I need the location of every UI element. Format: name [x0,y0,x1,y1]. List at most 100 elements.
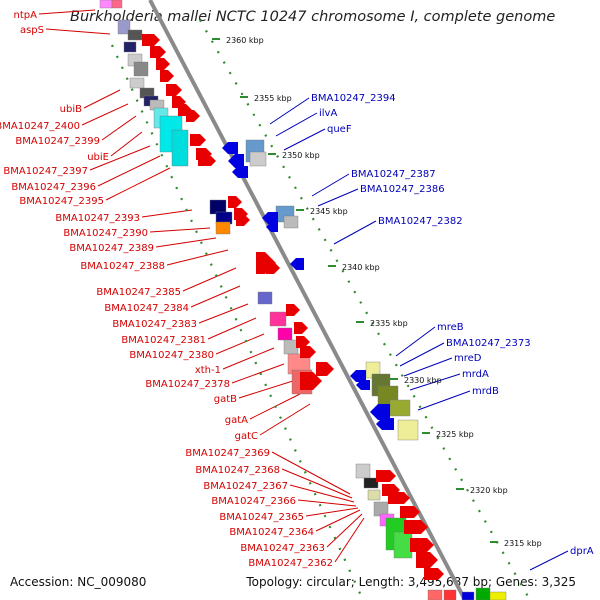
forward-arrow-2 [150,46,166,58]
gene-block-7 [133,61,149,77]
gene-label-bma10247-2385: BMA10247_2385 [96,287,181,298]
gene-block-1 [99,0,113,9]
gene-label-bma10247-2381: BMA10247_2381 [121,335,206,346]
connector-bma10247-2380 [215,333,265,355]
forward-arrow-30 [424,568,444,580]
connector-bma10247-2373 [399,342,445,367]
gene-label-bma10247-2397: BMA10247_2397 [3,166,88,177]
gene-block-41 [443,589,457,600]
gene-block-44 [489,591,507,600]
kbp-tick-label: 2355 kbp [254,94,292,103]
reverse-arrow-1 [222,142,238,154]
gene-block-21 [283,339,299,355]
forward-arrow-9 [190,134,206,146]
gene-labels: ntpAaspSubiBBMA10247_2400BMA10247_2399ub… [0,10,594,569]
connector-bma10247-2385 [182,267,237,292]
connector-ntpa [38,9,96,15]
connector-bma10247-2384 [190,285,241,308]
forward-arrow-5 [166,84,182,96]
gene-label-bma10247-2368: BMA10247_2368 [195,465,280,476]
gene-label-mrdb: mrdB [472,386,499,397]
gene-label-bma10247-2382: BMA10247_2382 [378,216,463,227]
connector-ilva [275,112,318,137]
connector-bma10247-2386 [317,188,359,207]
gene-block-40 [427,589,443,600]
gene-label-bma10247-2396: BMA10247_2396 [11,182,96,193]
connector-bma10247-2399 [101,115,137,141]
connector-bma10247-2381 [207,317,257,340]
gene-block-42 [461,591,475,600]
forward-arrow-19 [296,336,310,348]
gene-label-ilva: ilvA [319,108,337,119]
gene-label-mreb: mreB [437,322,464,333]
connector-bma10247-2365 [305,507,359,517]
connector-xth-1 [222,347,275,370]
reverse-arrow-5 [266,222,278,232]
forward-arrow-23 [376,470,396,482]
connector-ubie [110,131,143,157]
gene-label-bma10247-2384: BMA10247_2384 [104,303,189,314]
gene-label-bma10247-2364: BMA10247_2364 [229,527,314,538]
forward-arrow-22 [300,372,322,390]
forward-arrow-29 [416,552,438,568]
forward-arrow-18 [294,322,308,334]
gene-label-bma10247-2363: BMA10247_2363 [240,543,325,554]
gene-label-bma10247-2387: BMA10247_2387 [351,169,436,180]
connector-bma10247-2387 [311,173,350,197]
gene-block-4 [127,29,143,41]
reverse-arrow-7 [350,370,366,382]
gene-label-bma10247-2362: BMA10247_2362 [248,558,333,569]
gene-label-bma10247-2383: BMA10247_2383 [112,319,197,330]
forward-arrow-12 [228,196,242,208]
reverse-arrow-2 [228,154,244,168]
map-title: Burkholderia mallei NCTC 10247 chromosom… [70,9,556,25]
gene-label-gatb: gatB [214,394,237,405]
gene-label-bma10247-2394: BMA10247_2394 [311,93,396,104]
kbp-tick-label: 2360 kbp [226,36,264,45]
connector-asps [45,28,111,35]
reverse-arrow-8 [356,380,370,390]
gene-label-bma10247-2393: BMA10247_2393 [55,213,140,224]
gene-block-33 [355,463,371,479]
gene-label-bma10247-2399: BMA10247_2399 [15,136,100,147]
reverse-arrow-10 [376,418,394,430]
connector-bma10247-2362 [334,517,365,563]
gene-block-20 [277,327,293,341]
forward-arrow-25 [388,492,410,504]
gene-block-31 [389,399,411,417]
kbp-tick-label: 2325 kbp [436,430,474,439]
topology-text: Topology: circular; Length: 3,495,687 bp… [246,575,576,589]
gene-block-5 [123,41,137,53]
connector-gatb [238,379,297,399]
gene-block-18 [257,291,273,305]
gene-label-asps: aspS [20,25,44,36]
connector-bma10247-2400 [81,103,129,126]
gene-label-mrda: mrdA [462,369,489,380]
gene-block-17 [215,221,231,235]
gene-label-bma10247-2386: BMA10247_2386 [360,184,445,195]
connector-gatc [259,403,311,436]
reverse-arrow-9 [370,404,390,420]
forward-arrow-16 [266,262,280,274]
forward-arrow-14 [236,214,250,226]
gene-label-ubib: ubiB [60,104,82,115]
connector-bma10247-2378 [231,363,285,384]
kbp-tick-label: 2340 kbp [342,263,380,272]
gene-label-bma10247-2395: BMA10247_2395 [19,196,104,207]
connector-bma10247-2368 [281,468,353,499]
gene-label-bma10247-2369: BMA10247_2369 [185,448,270,459]
reverse-arrow-4 [262,212,278,224]
connector-mreb [395,326,436,357]
forward-arrow-17 [286,304,300,316]
gene-label-bma10247-2366: BMA10247_2366 [211,496,296,507]
connector-bma10247-2397 [89,145,151,171]
connector-bma10247-2383 [198,303,249,324]
gene-block-39 [393,531,413,559]
connector-mred [403,357,453,377]
connector-bma10247-2390 [149,227,211,233]
forward-arrow-1 [142,34,160,46]
forward-arrow-20 [300,346,316,358]
gene-block-25 [249,151,267,167]
gene-label-bma10247-2365: BMA10247_2365 [219,512,304,523]
forward-arrow-27 [404,520,428,534]
